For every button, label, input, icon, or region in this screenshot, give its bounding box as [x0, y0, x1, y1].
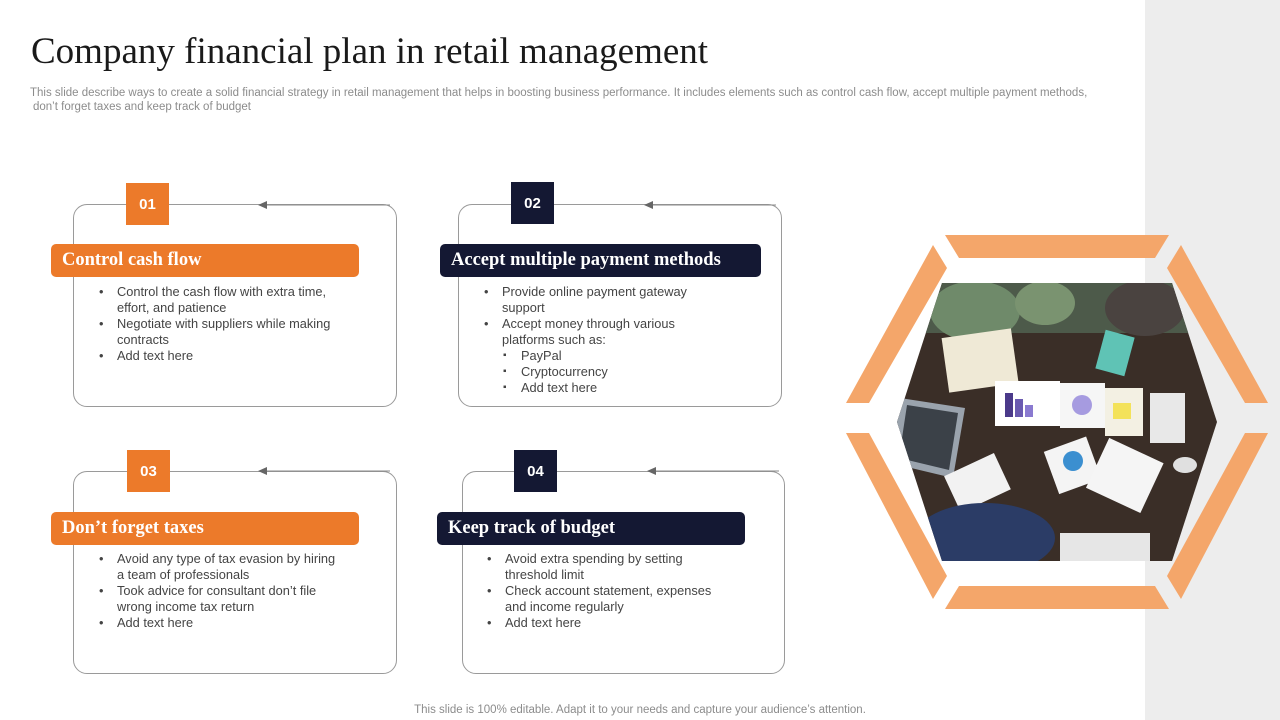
arrow-left-icon — [258, 467, 390, 475]
subtitle-line-1: This slide describe ways to create a sol… — [30, 87, 1088, 99]
card-heading: Control cash flow — [51, 244, 359, 277]
card-bullet-list: Control the cash flow with extra time,ef… — [99, 284, 359, 364]
list-item: Negotiate with suppliers while makingcon… — [99, 316, 359, 348]
list-item: Add text here — [99, 615, 369, 631]
slide-subtitle: This slide describe ways to create a sol… — [30, 86, 1140, 114]
list-item: Control the cash flow with extra time,ef… — [99, 284, 359, 316]
slide-title: Company financial plan in retail managem… — [31, 31, 709, 72]
list-item: Avoid extra spending by settingthreshold… — [487, 551, 747, 583]
card-bullet-list: Avoid extra spending by settingthreshold… — [487, 551, 747, 631]
card-heading: Keep track of budget — [437, 512, 745, 545]
team-meeting-photo-icon — [897, 283, 1217, 561]
list-item: Took advice for consultant don’t filewro… — [99, 583, 369, 615]
card-heading: Don’t forget taxes — [51, 512, 359, 545]
sub-list-item: PayPal — [484, 348, 744, 364]
hexagon-frame-icon — [846, 235, 1268, 609]
hexagon-image-frame — [845, 233, 1270, 611]
sub-list-item: Cryptocurrency — [484, 364, 744, 380]
slide-footer: This slide is 100% editable. Adapt it to… — [414, 704, 866, 716]
arrow-left-icon — [258, 201, 390, 209]
list-item: Add text here — [99, 348, 359, 364]
list-item: Add text here — [487, 615, 747, 631]
step-number-badge: 04 — [514, 450, 557, 492]
subtitle-line-2: don’t forget taxes and keep track of bud… — [33, 101, 252, 113]
arrow-left-icon — [647, 467, 779, 475]
sub-list-item: Add text here — [484, 380, 744, 396]
card-heading: Accept multiple payment methods — [440, 244, 761, 277]
step-number-badge: 01 — [126, 183, 169, 225]
list-item: Avoid any type of tax evasion by hiringa… — [99, 551, 369, 583]
step-number-badge: 03 — [127, 450, 170, 492]
step-number-badge: 02 — [511, 182, 554, 224]
arrow-left-icon — [644, 201, 776, 209]
card-bullet-list: Avoid any type of tax evasion by hiringa… — [99, 551, 369, 631]
